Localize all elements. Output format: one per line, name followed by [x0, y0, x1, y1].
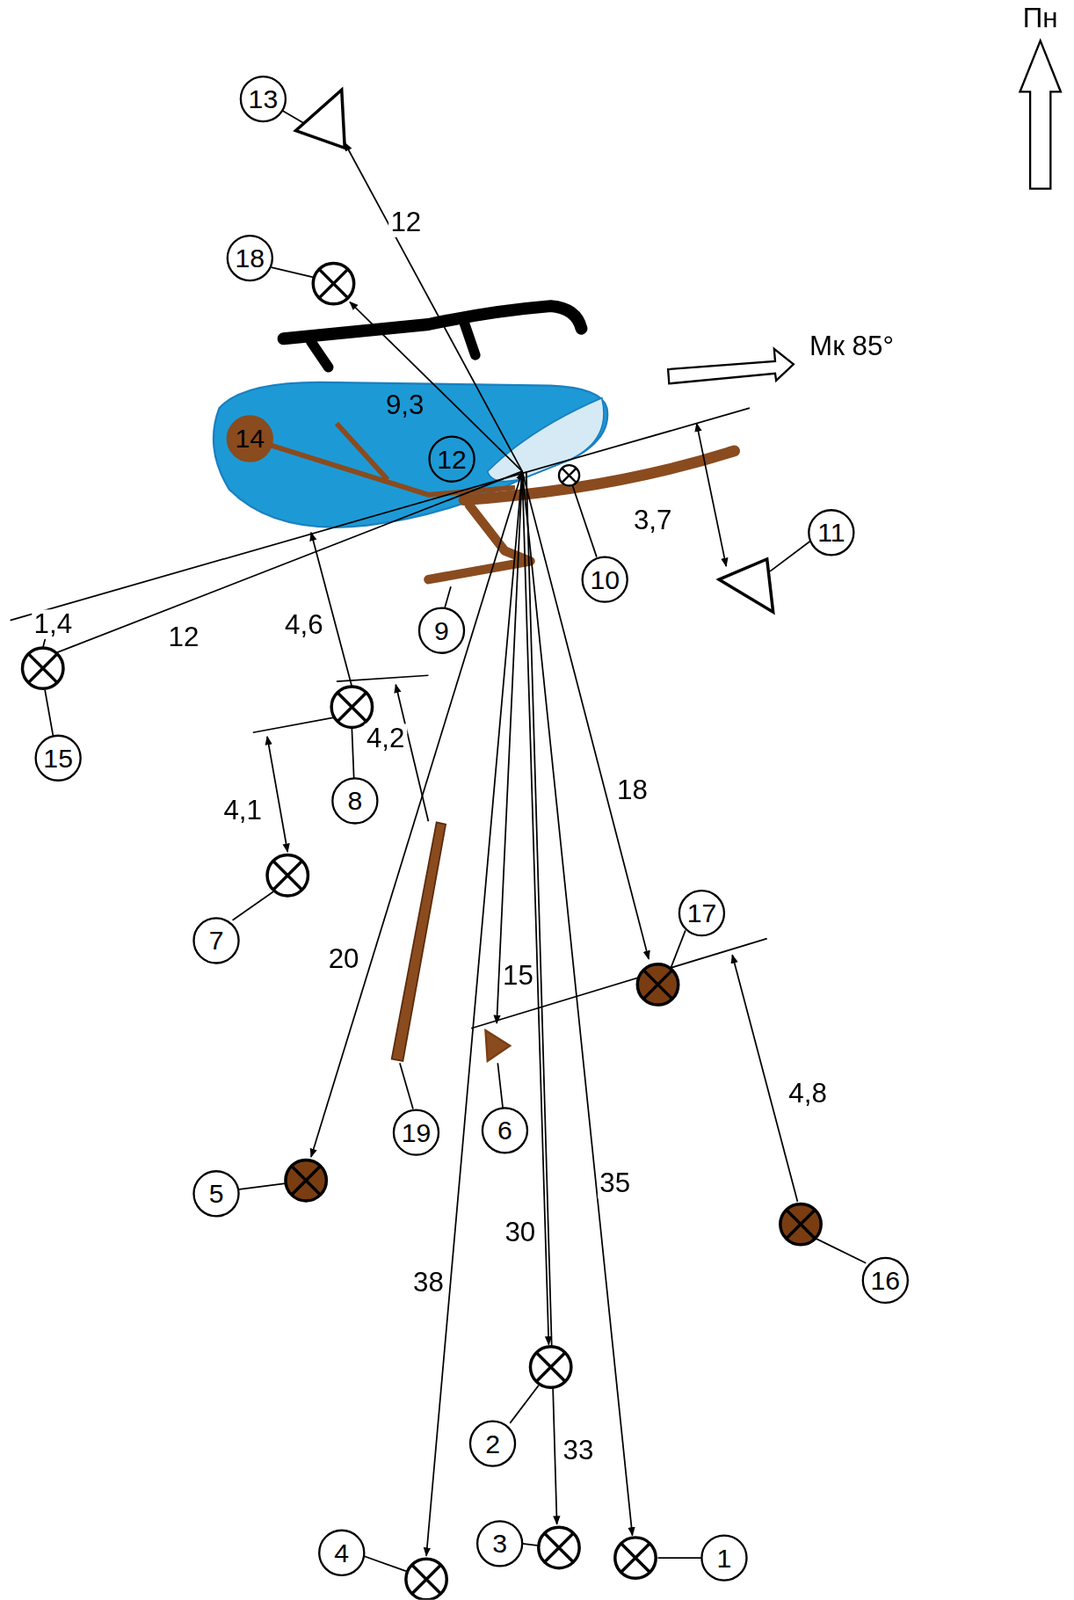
dimension-label: Мк 85° — [807, 332, 897, 363]
callout-circle: 7 — [192, 916, 240, 964]
callout-circle: 14 — [226, 414, 274, 462]
dimension-label: 38 — [411, 1267, 447, 1298]
callout-number: 1 — [717, 1544, 733, 1571]
callout-number: 3 — [492, 1530, 508, 1557]
dimension-label: 20 — [326, 943, 362, 974]
callout-number: 7 — [209, 927, 225, 954]
dimension-label: 9,3 — [384, 390, 427, 421]
callout-circle: 17 — [678, 889, 726, 937]
dimension-label: 30 — [502, 1217, 538, 1248]
debris-symbol — [267, 854, 308, 895]
dimension-label: 35 — [597, 1168, 633, 1198]
callout-number: 2 — [485, 1429, 501, 1457]
callout-number: 10 — [589, 566, 620, 593]
marker-triangle — [718, 558, 774, 612]
debris-symbol-brown — [285, 1159, 327, 1200]
dimension-label: 4,8 — [786, 1078, 829, 1109]
dimension-label: 4,1 — [221, 796, 264, 827]
dimension-label: 4,6 — [283, 610, 326, 641]
dimension-label: 3,7 — [631, 505, 675, 536]
callout-number: 19 — [401, 1118, 432, 1146]
callout-circle: 5 — [192, 1169, 240, 1217]
dimension-label: 33 — [560, 1435, 596, 1466]
marker-triangle — [296, 89, 346, 148]
callout-number: 12 — [436, 445, 467, 472]
callout-circle: 11 — [807, 508, 855, 556]
callout-number: 14 — [235, 425, 266, 452]
dimension-label: 12 — [166, 622, 202, 653]
log — [391, 821, 447, 1061]
callout-circle: 2 — [469, 1419, 516, 1466]
callout-number: 5 — [209, 1180, 225, 1207]
measure-lines — [24, 142, 799, 1555]
debris-symbol — [538, 1526, 580, 1568]
callout-number: 13 — [248, 85, 279, 112]
callout-circle: 18 — [226, 234, 274, 282]
debris-symbol — [615, 1537, 656, 1578]
base-line — [10, 407, 750, 620]
callout-number: 16 — [870, 1266, 901, 1293]
callout-circle: 4 — [318, 1529, 365, 1576]
callout-circle: 15 — [34, 734, 81, 782]
leader-lines — [44, 109, 866, 1571]
dimension-label: 12 — [388, 207, 424, 238]
branch — [249, 423, 516, 495]
callout-circle: 8 — [331, 776, 378, 824]
callout-circle: 9 — [418, 606, 465, 654]
debris-symbol-brown — [637, 964, 678, 1005]
callout-number: 18 — [235, 245, 266, 272]
callout-number: 4 — [333, 1538, 349, 1566]
fallen-tree — [464, 450, 735, 501]
debris-symbol — [406, 1558, 447, 1599]
dimension-label: Пн — [1020, 3, 1060, 34]
dimension-label: 15 — [500, 961, 537, 992]
debris-symbol — [331, 686, 372, 727]
dimension-label: 18 — [615, 776, 651, 806]
callout-number: 6 — [497, 1117, 513, 1144]
callout-circle: 12 — [428, 435, 475, 483]
north-arrow — [1020, 40, 1061, 189]
course-arrow — [667, 348, 794, 384]
debris-symbol — [312, 262, 354, 304]
callout-number: 11 — [817, 519, 845, 546]
skid — [283, 305, 582, 339]
debris-symbol — [22, 647, 64, 689]
callout-circle: 19 — [392, 1108, 440, 1155]
callout-number: 17 — [687, 899, 718, 927]
callout-circle: 10 — [580, 555, 628, 603]
callout-circle: 16 — [862, 1256, 909, 1304]
small-debris — [561, 468, 576, 483]
callout-number: 8 — [347, 787, 363, 814]
callout-circle: 13 — [239, 75, 287, 123]
callout-circle: 3 — [476, 1519, 523, 1567]
debris-symbol — [529, 1346, 571, 1387]
callout-number: 15 — [43, 744, 73, 771]
debris-triangle — [485, 1030, 510, 1061]
callout-number: 9 — [434, 616, 450, 644]
callout-circle: 6 — [481, 1106, 529, 1154]
fallen-branch — [428, 504, 530, 580]
callout-circle: 1 — [700, 1533, 748, 1581]
debris-symbol-brown — [780, 1203, 821, 1244]
dimension-label: 4,2 — [364, 723, 407, 754]
dimension-label: 1,4 — [31, 609, 74, 639]
small-debris — [558, 464, 580, 486]
